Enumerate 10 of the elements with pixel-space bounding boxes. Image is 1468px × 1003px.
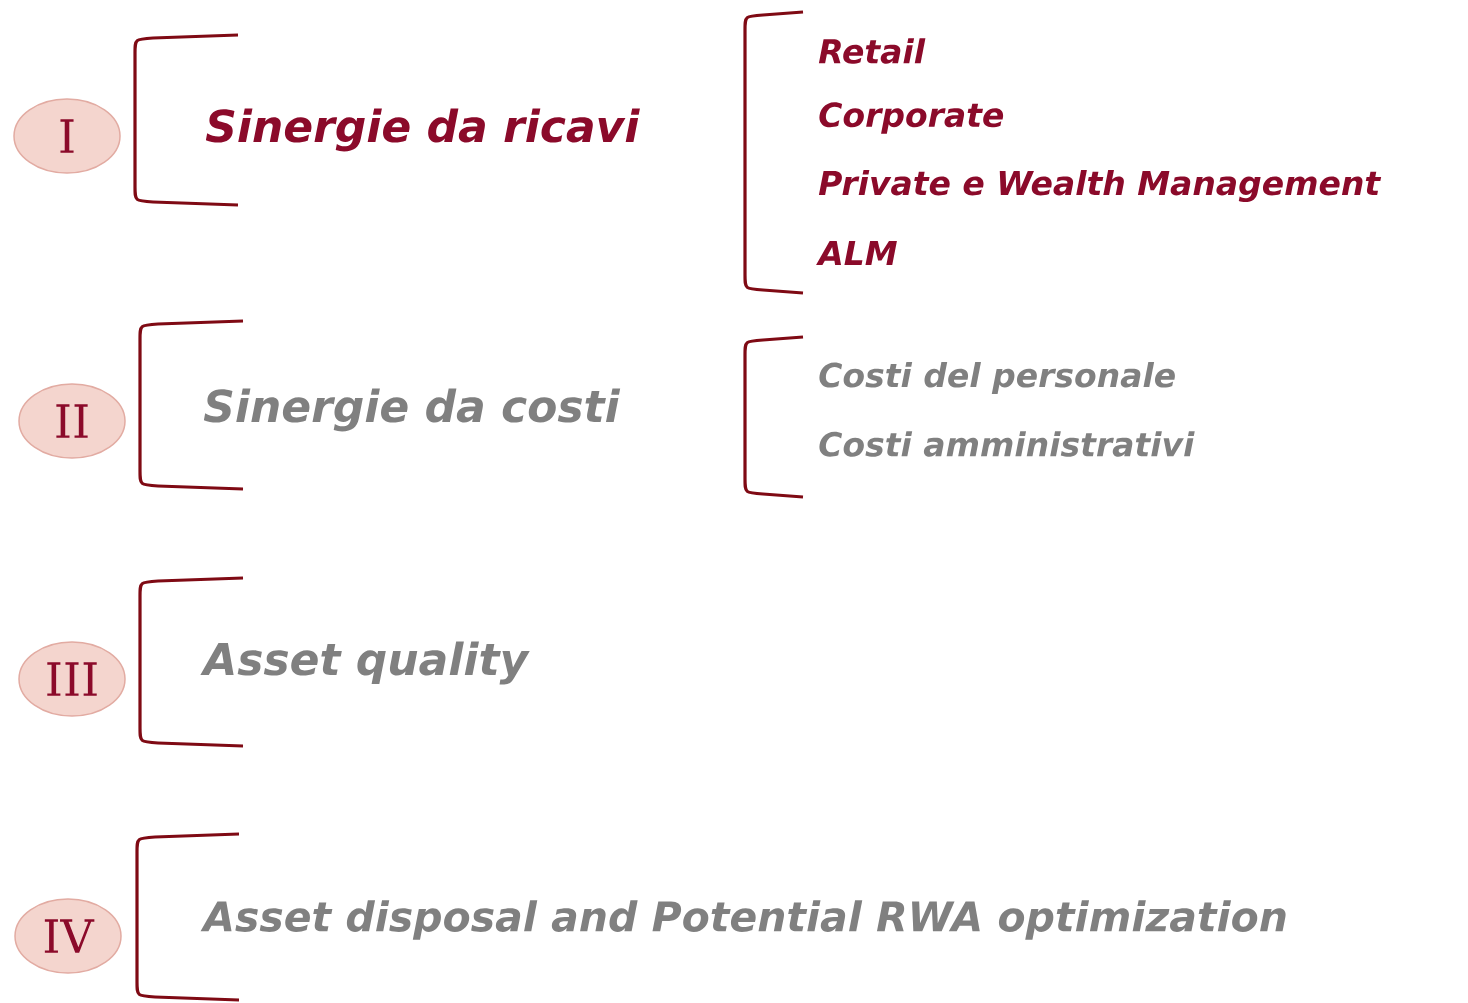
list-item: Private e Wealth Management [818, 169, 1382, 203]
list-item: ALM [816, 240, 897, 266]
list-item: Costi amministrativi [819, 431, 1195, 457]
heading: Asset quality [200, 641, 530, 685]
heading: Sinergie da costi [203, 388, 621, 432]
heading: Sinergie da ricavi [205, 108, 640, 152]
list-item: Retail [818, 38, 926, 64]
list-item: Corporate [819, 102, 1004, 134]
list-item: Costi del personale [819, 362, 1175, 394]
heading: Asset disposal and Potential RWA optimization [200, 900, 1286, 940]
